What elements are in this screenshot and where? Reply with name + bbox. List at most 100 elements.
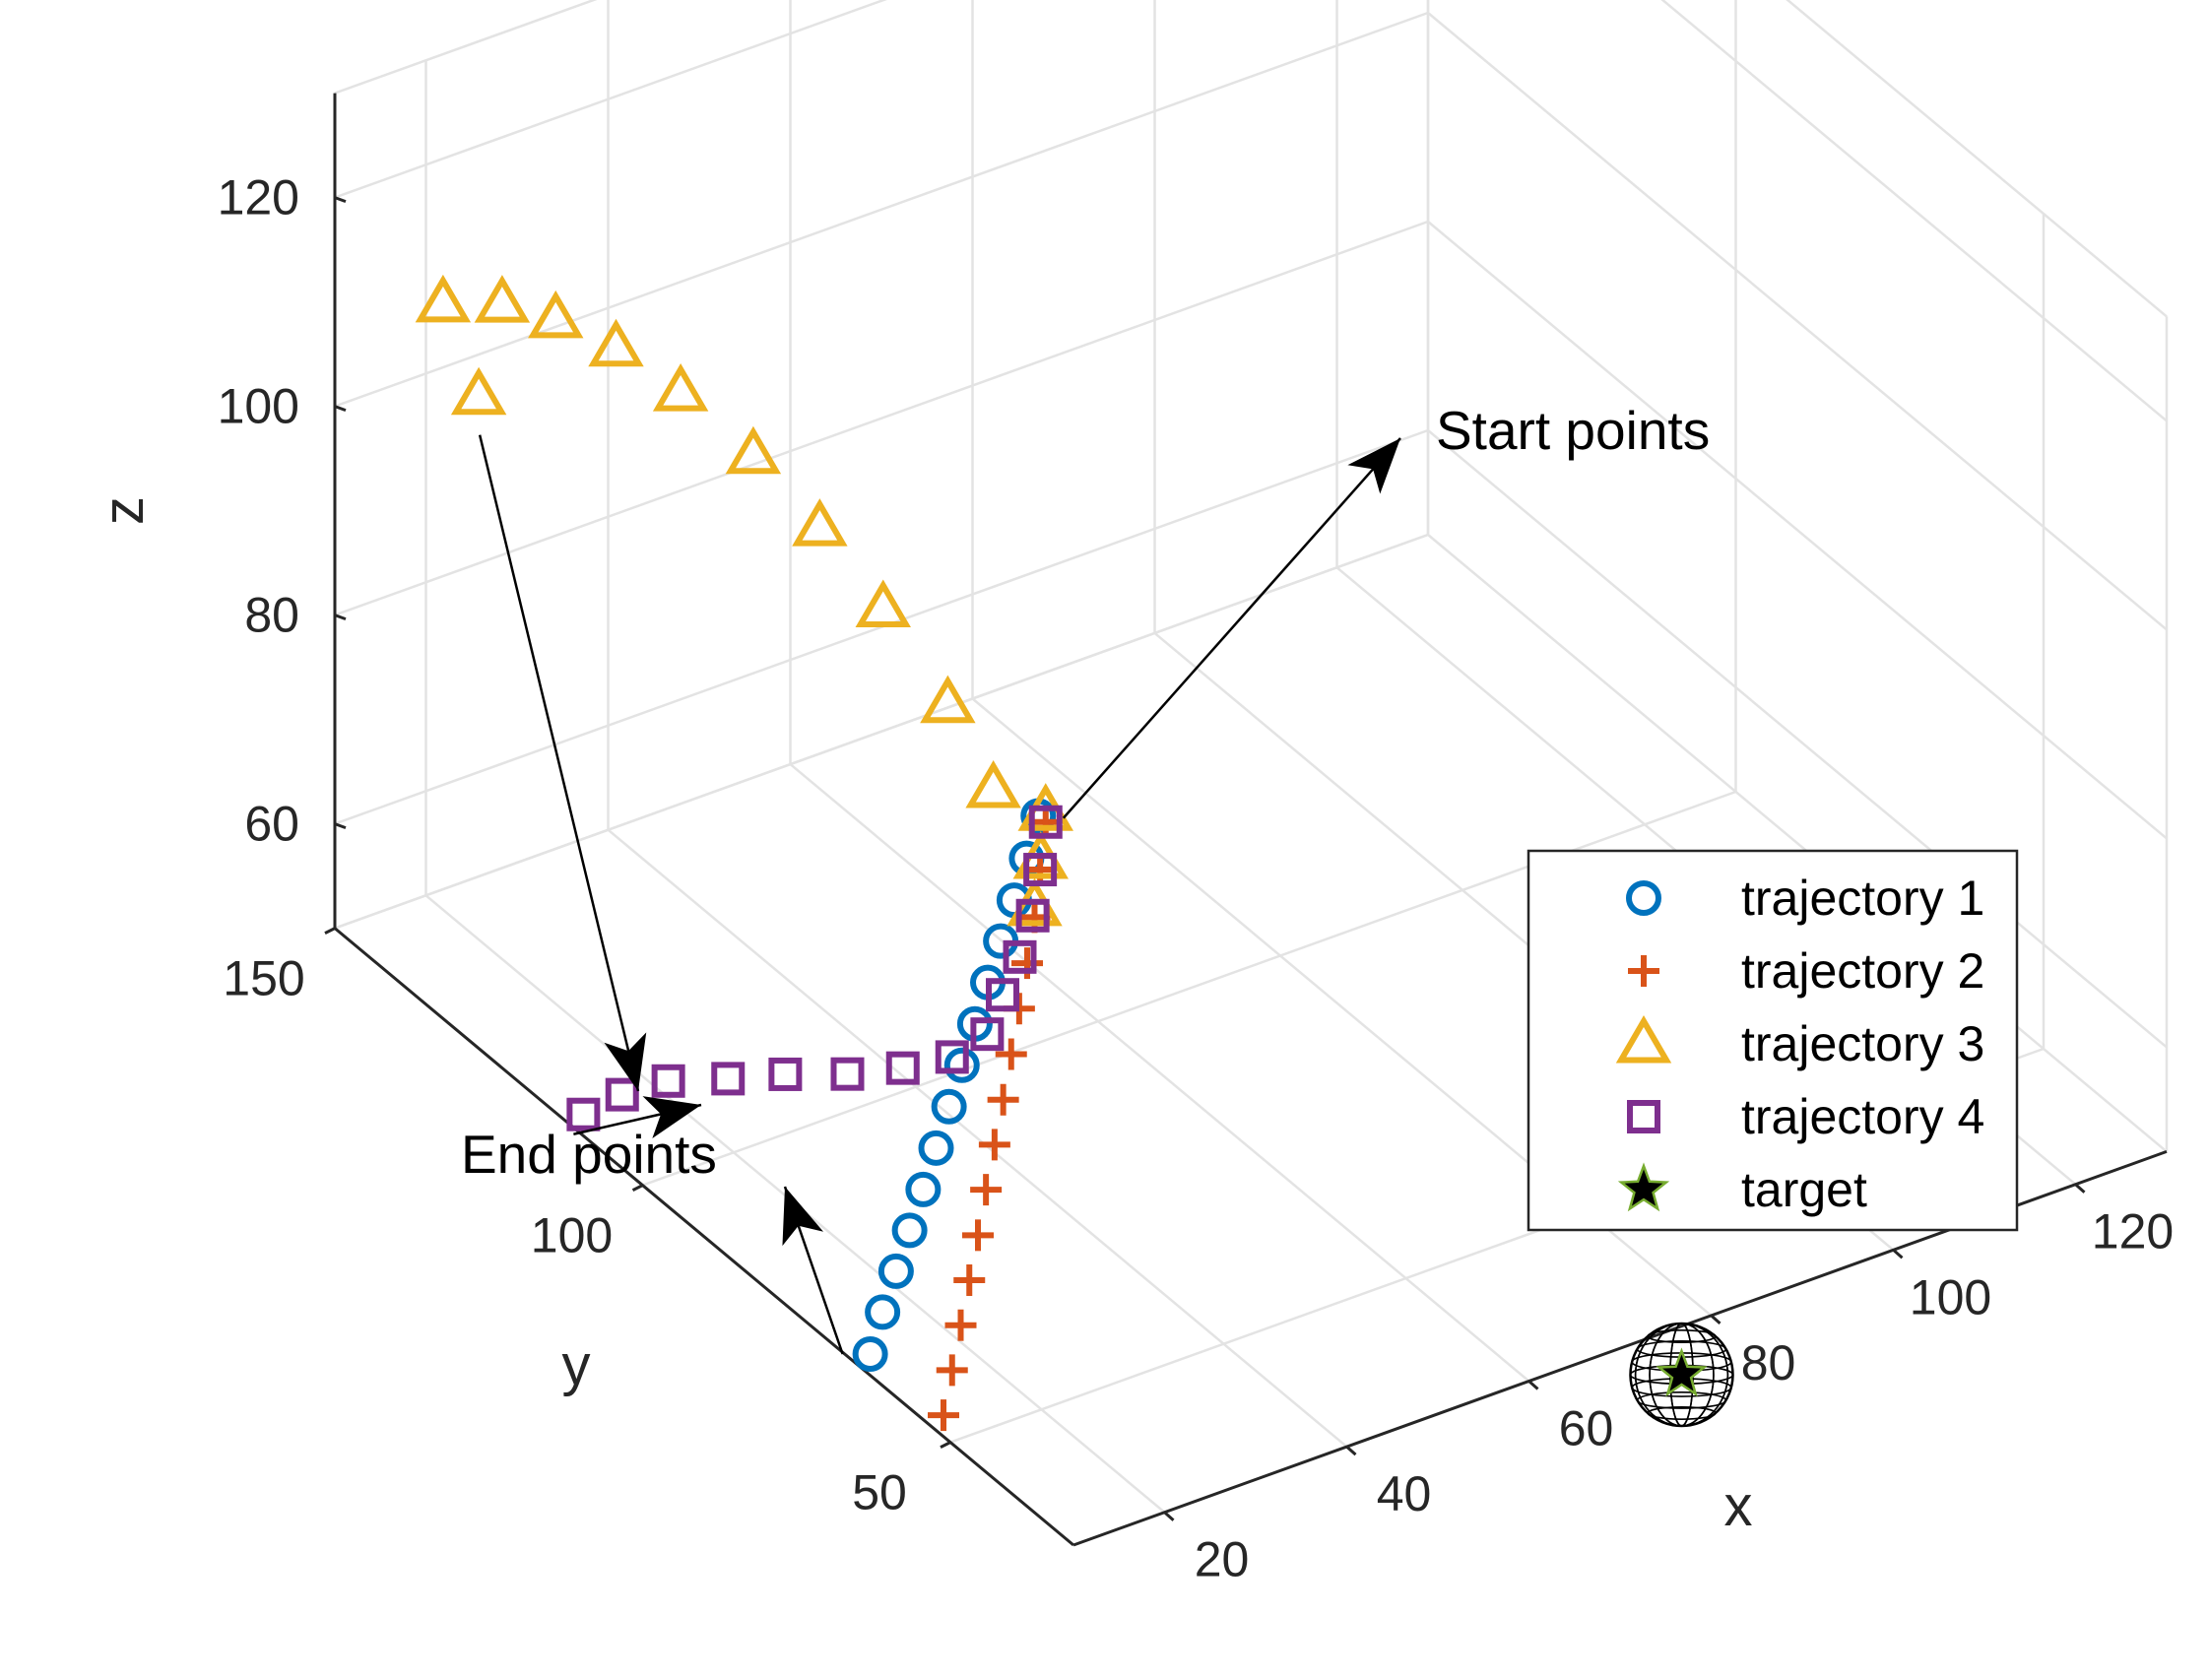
series-3-point bbox=[652, 363, 709, 412]
grid bbox=[333, 0, 2169, 1514]
series-1-point bbox=[852, 1335, 888, 1372]
x-tick-label: 60 bbox=[1559, 1401, 1614, 1456]
series-1-point bbox=[877, 1253, 914, 1289]
series-2-point bbox=[928, 1399, 959, 1432]
legend-entry: trajectory 3 bbox=[1615, 1015, 1984, 1071]
y-tick bbox=[940, 1441, 951, 1449]
legend-entry: target bbox=[1617, 1162, 1867, 1217]
series-2-point bbox=[944, 1309, 977, 1341]
z-tick bbox=[334, 822, 347, 830]
z-tick bbox=[334, 614, 347, 621]
legend-entry: trajectory 4 bbox=[1627, 1089, 1984, 1144]
y-tick bbox=[324, 927, 336, 935]
end-points-arrow-1 bbox=[478, 434, 647, 1092]
x-tick-label: 80 bbox=[1741, 1335, 1796, 1390]
legend-label: trajectory 2 bbox=[1741, 943, 1984, 999]
series-4-point bbox=[768, 1057, 803, 1091]
start-points-arrow-head bbox=[1347, 438, 1400, 494]
y-tick-label: 50 bbox=[852, 1465, 907, 1520]
end-points-arrow-2-head bbox=[642, 1096, 701, 1138]
z-tick bbox=[334, 405, 347, 413]
series-4-point bbox=[651, 1064, 685, 1098]
series-4-point bbox=[711, 1062, 746, 1096]
legend-marker bbox=[1615, 1015, 1672, 1064]
series-3-point bbox=[792, 498, 848, 547]
legend-label: trajectory 3 bbox=[1741, 1016, 1984, 1071]
grid-line bbox=[1427, 12, 2168, 631]
x-tick bbox=[1892, 1249, 1904, 1260]
series-3-point bbox=[965, 760, 1021, 808]
y-tick-label: 100 bbox=[531, 1208, 613, 1263]
y-tick bbox=[631, 1184, 644, 1192]
series-5-point bbox=[1656, 1347, 1708, 1397]
grid-line bbox=[334, 0, 887, 199]
legend-marker bbox=[1627, 1100, 1660, 1133]
legend-entry: trajectory 2 bbox=[1628, 943, 1984, 999]
legend-marker bbox=[1626, 880, 1661, 916]
end-points-label: End points bbox=[461, 1124, 717, 1185]
x-axis-label: x bbox=[1724, 1474, 1753, 1538]
grid-line bbox=[607, 828, 1348, 1449]
grid-line bbox=[1427, 534, 2168, 1153]
series-3-point bbox=[450, 366, 507, 416]
grid-line bbox=[334, 11, 1429, 408]
start-points-arrow-shaft bbox=[1062, 437, 1401, 819]
series-2-point bbox=[953, 1264, 986, 1297]
legend-label: trajectory 4 bbox=[1741, 1089, 1984, 1144]
data-marks bbox=[415, 274, 1708, 1432]
x-tick-label: 20 bbox=[1195, 1532, 1250, 1587]
series-1-point bbox=[891, 1212, 928, 1249]
series-3-point bbox=[415, 274, 472, 323]
x-tick-label: 40 bbox=[1377, 1466, 1432, 1521]
sphere-latitude bbox=[1636, 1391, 1727, 1409]
end-points-arrow-3-head bbox=[782, 1187, 824, 1247]
x-tick bbox=[1527, 1380, 1539, 1390]
series-2-point bbox=[1024, 854, 1057, 886]
legend-marker bbox=[1617, 1162, 1670, 1212]
end-points-arrow-1-shaft bbox=[478, 434, 640, 1092]
series-4-point bbox=[1028, 805, 1063, 839]
series-4-point bbox=[1003, 939, 1037, 974]
series-3-point bbox=[528, 290, 584, 339]
legend-box bbox=[1527, 849, 2019, 1232]
series-4-point bbox=[1015, 898, 1050, 933]
x-tick bbox=[1163, 1511, 1175, 1521]
series-3-point bbox=[474, 275, 531, 323]
series-4-point bbox=[566, 1097, 601, 1131]
x-tick-label: 100 bbox=[1910, 1269, 1991, 1325]
x-tick-label: 120 bbox=[2092, 1204, 2174, 1260]
series-4-point bbox=[970, 1017, 1005, 1052]
series-4-point bbox=[885, 1051, 920, 1085]
series-3-point bbox=[920, 675, 976, 724]
sphere-longitude bbox=[1634, 1323, 1729, 1427]
legend-entry: trajectory 1 bbox=[1626, 871, 1984, 926]
series-2-point bbox=[970, 1174, 1003, 1206]
series-2-point bbox=[936, 1354, 968, 1387]
end-points-arrow-1-head bbox=[604, 1032, 647, 1091]
series-4-point bbox=[830, 1057, 865, 1091]
series-4-point bbox=[605, 1077, 639, 1112]
legend-label: target bbox=[1741, 1162, 1867, 1217]
series-2-point bbox=[962, 1219, 994, 1252]
series-1-point bbox=[931, 1088, 967, 1125]
series-2-point bbox=[978, 1129, 1010, 1161]
series-4-point bbox=[1023, 853, 1058, 887]
series-2-point bbox=[987, 1083, 1019, 1116]
end-points-arrow-2 bbox=[573, 1096, 702, 1138]
start-points-arrow bbox=[1062, 437, 1401, 819]
series-1-point bbox=[943, 1047, 980, 1083]
z-axis-label: z bbox=[92, 496, 156, 525]
series-1-point bbox=[918, 1130, 954, 1166]
series-2-point bbox=[995, 1038, 1027, 1070]
series-2-point bbox=[1029, 806, 1062, 838]
x-tick bbox=[2074, 1183, 2086, 1194]
y-tick-label: 150 bbox=[223, 951, 304, 1006]
y-axis-label: y bbox=[562, 1333, 591, 1397]
grid-line bbox=[789, 763, 1530, 1383]
series-3-point bbox=[725, 425, 782, 475]
series-4-point bbox=[935, 1040, 969, 1074]
legend-label: trajectory 1 bbox=[1741, 871, 1984, 926]
